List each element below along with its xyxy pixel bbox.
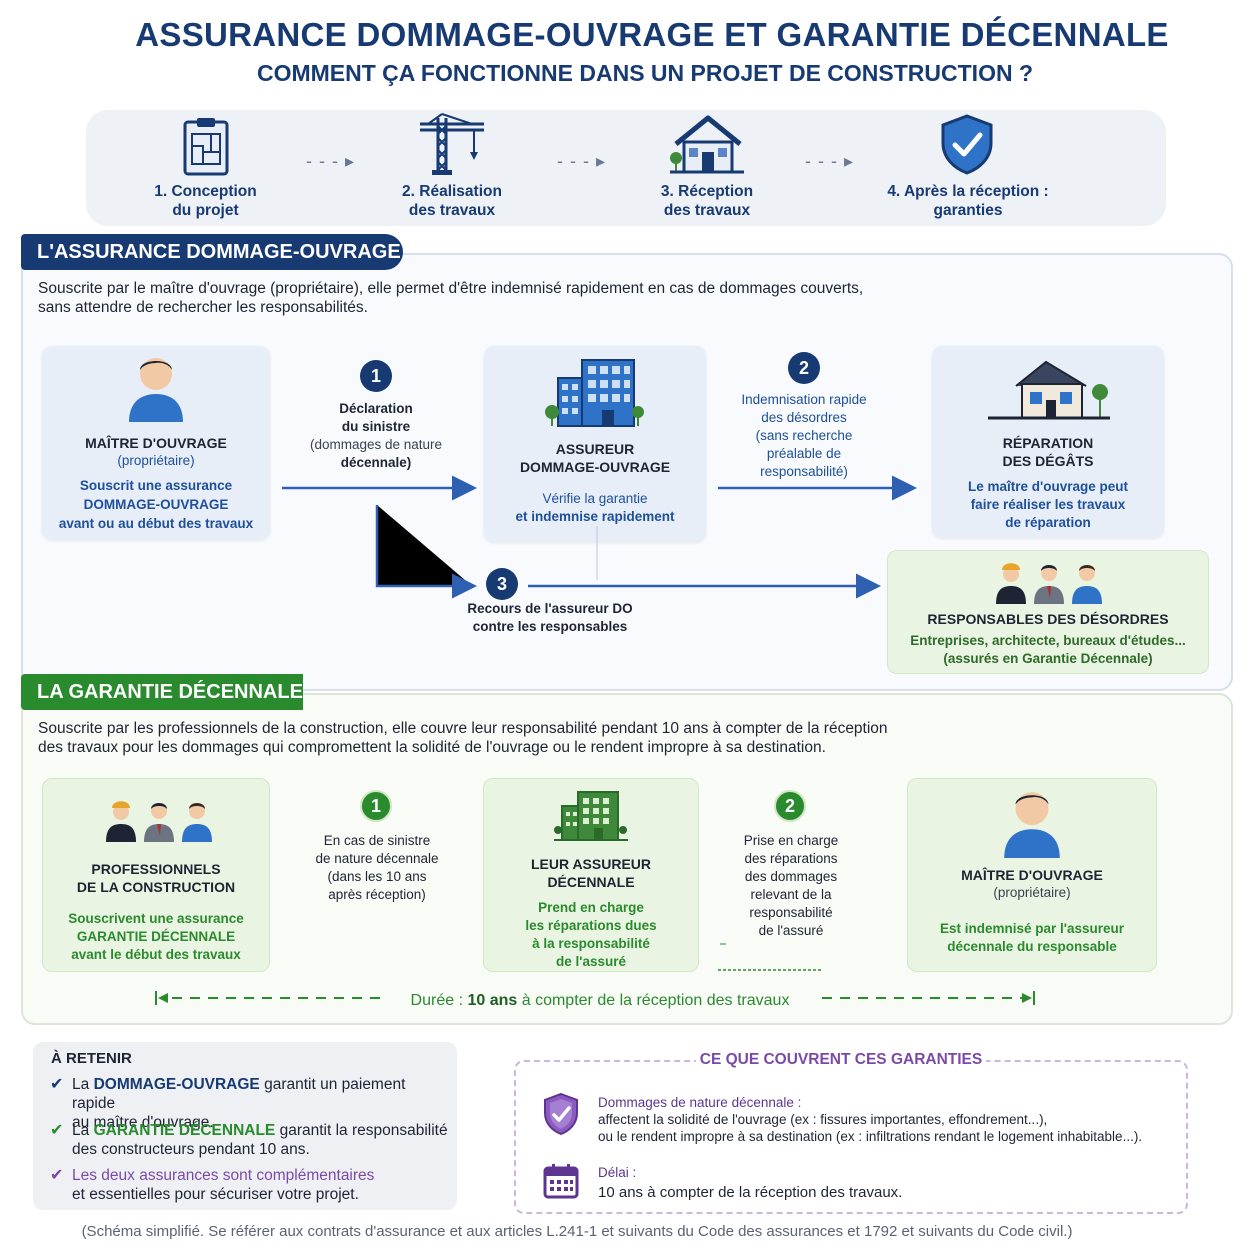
step-number-1: 1 — [360, 790, 392, 822]
step-apres-reception: 4. Après la réception :garanties — [887, 183, 1049, 219]
page-subtitle: COMMENT ÇA FONCTIONNE DANS UN PROJET DE … — [256, 60, 1034, 86]
page-title: ASSURANCE DOMMAGE-OUVRAGE ET GARANTIE DÉ… — [135, 16, 1169, 53]
maitre-ouvrage-text: MAÎTRE D'OUVRAGE (propriétaire) Souscrit… — [58, 435, 254, 531]
maitre-ouvrage-indemnise-text: MAÎTRE D'OUVRAGE (propriétaire) Est inde… — [939, 867, 1125, 954]
a-retenir-box — [33, 1042, 457, 1210]
calendar-icon — [543, 1164, 579, 1199]
retenir-item-do: La DOMMAGE-OUVRAGE garantit un paiement … — [72, 1076, 406, 1131]
recours-assureur-text: Recours de l'assureur DO contre les resp… — [467, 601, 633, 634]
dotted-line-icon — [718, 943, 822, 971]
duration-arrow — [155, 991, 1035, 1005]
shield-check-icon — [544, 1092, 578, 1136]
a-retenir-title: À RETENIR — [51, 1050, 132, 1067]
assureur-do-text: ASSUREUR DOMMAGE-OUVRAGE Vérifie la gara… — [515, 441, 675, 524]
green-building-icon — [554, 791, 628, 841]
dommage-ouvrage-tab: L'ASSURANCE DOMMAGE-OUVRAGE — [21, 234, 403, 270]
coverage-title: CE QUE COUVRENT CES GARANTIES — [696, 1051, 986, 1069]
footnote: (Schéma simplifié. Se référer aux contra… — [81, 1223, 1073, 1240]
workers-icon — [996, 563, 1102, 604]
check-icon: ✔ — [50, 1167, 64, 1184]
garanties-coverage-box — [514, 1060, 1188, 1214]
person-icon — [1004, 792, 1060, 858]
responsables-text: RESPONSABLES DES DÉSORDRES Entreprises, … — [910, 611, 1186, 666]
cas-sinistre-text: En cas de sinistre de nature décennale (… — [315, 833, 439, 902]
dommage-ouvrage-flow-arrows — [282, 475, 917, 599]
clipboard-icon — [183, 118, 229, 176]
professionnels-text: PROFESSIONNELS DE LA CONSTRUCTION Souscr… — [68, 861, 244, 962]
retenir-item-decennale: La GARANTIE DÉCENNALE garantit la respon… — [72, 1122, 448, 1158]
declaration-sinistre-text: Déclaration du sinistre (dommages de nat… — [309, 401, 443, 470]
person-icon — [129, 358, 183, 422]
building-icon — [545, 359, 644, 427]
house-icon — [670, 115, 744, 174]
step-number-3: 3 — [486, 568, 518, 600]
delai-text: Délai : 10 ans à compter de la réception… — [598, 1165, 903, 1201]
dashed-arrow-icon: - - - ▸ — [557, 151, 607, 171]
workers-icon — [106, 801, 212, 842]
duration-text: Durée : 10 ans à compter de la réception… — [410, 992, 790, 1009]
dommage-ouvrage-intro: Souscrite par le maître d'ouvrage (propr… — [38, 280, 864, 316]
dommages-decennale-text: Dommages de nature décennale : affectent… — [598, 1095, 1143, 1144]
dashed-arrow-icon: - - - ▸ — [306, 151, 356, 171]
step-number-2: 2 — [774, 790, 806, 822]
dashed-arrow-icon: - - - ▸ — [805, 151, 855, 171]
assureur-decennale-text: LEUR ASSUREUR DÉCENNALE Prend en charge … — [525, 856, 657, 969]
garantie-decennale-intro: Souscrite par les professionnels de la c… — [38, 720, 888, 756]
repaired-house-icon — [988, 360, 1110, 420]
step-number-1: 1 — [360, 360, 392, 392]
prise-en-charge-text: Prise en charge des réparations des domm… — [743, 833, 839, 938]
retenir-item-complementaires: Les deux assurances sont complémentaires… — [72, 1167, 375, 1203]
shield-check-icon — [941, 114, 993, 175]
garantie-decennale-tab: LA GARANTIE DÉCENNALE — [21, 674, 303, 710]
crane-icon — [420, 113, 484, 175]
step-number-2: 2 — [788, 352, 820, 384]
indemnisation-rapide-text: Indemnisation rapide des désordres (sans… — [741, 392, 867, 479]
reparation-text: RÉPARATION DES DÉGÂTS Le maître d'ouvrag… — [968, 435, 1128, 530]
check-icon: ✔ — [50, 1122, 64, 1139]
check-icon: ✔ — [50, 1076, 64, 1093]
